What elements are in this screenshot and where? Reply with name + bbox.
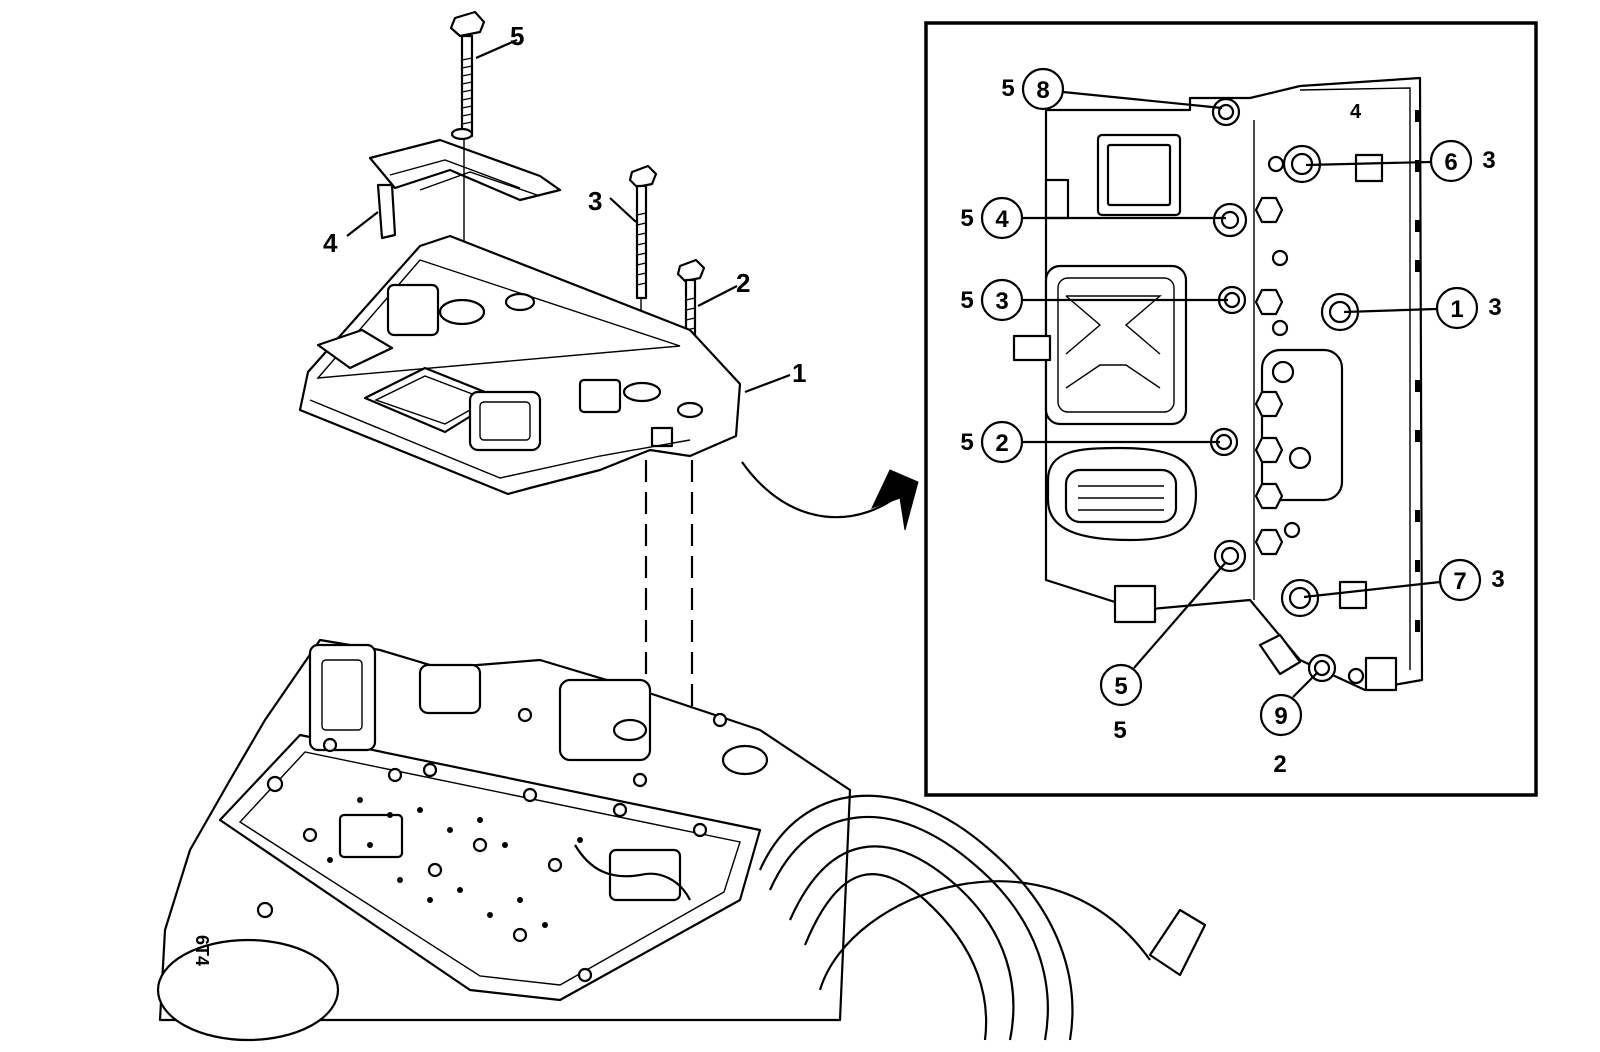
callout-bolt-5-size: 5 [1113, 717, 1126, 744]
callout-bolt-7: 7 3 [1303, 558, 1505, 602]
bolt-top [449, 10, 518, 138]
callout-bolt-4: 4 5 [960, 196, 1226, 240]
control-module [298, 234, 919, 531]
callout-bolt-8-size: 5 [1001, 75, 1014, 102]
callout-bolt-top-label: 5 [510, 21, 524, 51]
callout-bolt-7-number: 7 [1453, 568, 1466, 595]
exploded-view: 6T4 5 4 3 2 1 [156, 10, 1207, 1042]
callout-bolt-3-number: 3 [995, 288, 1008, 315]
bracket [346, 127, 562, 360]
callout-long-bolt-label: 3 [588, 186, 602, 216]
callout-bolt-8: 8 5 [1001, 67, 1223, 111]
callout-bolt-2: 2 5 [960, 420, 1220, 464]
detail-view: 4 [924, 21, 1538, 797]
detail-bolt-bosses [1209, 97, 1360, 683]
bolt-long [609, 164, 658, 388]
callout-bolt-2-size: 5 [960, 429, 973, 456]
case-marking: 6T4 [192, 935, 212, 966]
wire-harness [758, 794, 1207, 1041]
callout-bolt-3: 3 5 [960, 278, 1228, 322]
callout-bolt-2-number: 2 [995, 430, 1008, 457]
callout-bolt-1-size: 3 [1488, 294, 1501, 321]
callout-bolt-4-size: 5 [960, 205, 973, 232]
callout-bolt-3-size: 5 [960, 287, 973, 314]
callout-bolt-7-size: 3 [1491, 566, 1504, 593]
callout-bolt-6: 6 3 [1305, 139, 1496, 183]
callout-short-bolt-label: 2 [736, 268, 750, 298]
module-detail: 4 [1012, 76, 1424, 692]
callout-control-module-label: 1 [792, 358, 806, 388]
transmission-case: 6T4 [156, 638, 852, 1042]
callout-bolt-6-size: 3 [1482, 147, 1495, 174]
callout-bolt-6-number: 6 [1444, 149, 1457, 176]
callout-bolt-5: 5 5 [1099, 561, 1227, 744]
callout-bolt-1: 1 3 [1343, 286, 1502, 330]
callout-bolt-5-number: 5 [1114, 673, 1127, 700]
callout-bracket-label: 4 [323, 228, 338, 258]
callout-bolt-1-number: 1 [1450, 296, 1463, 323]
callout-bolt-4-number: 4 [995, 206, 1009, 233]
callout-bolt-9-number: 9 [1274, 703, 1287, 730]
callout-bolt-9-size: 2 [1273, 751, 1286, 778]
callout-bolt-8-number: 8 [1036, 77, 1049, 104]
housing-marking: 4 [1350, 101, 1362, 123]
callout-bolt-9: 9 2 [1259, 671, 1319, 778]
